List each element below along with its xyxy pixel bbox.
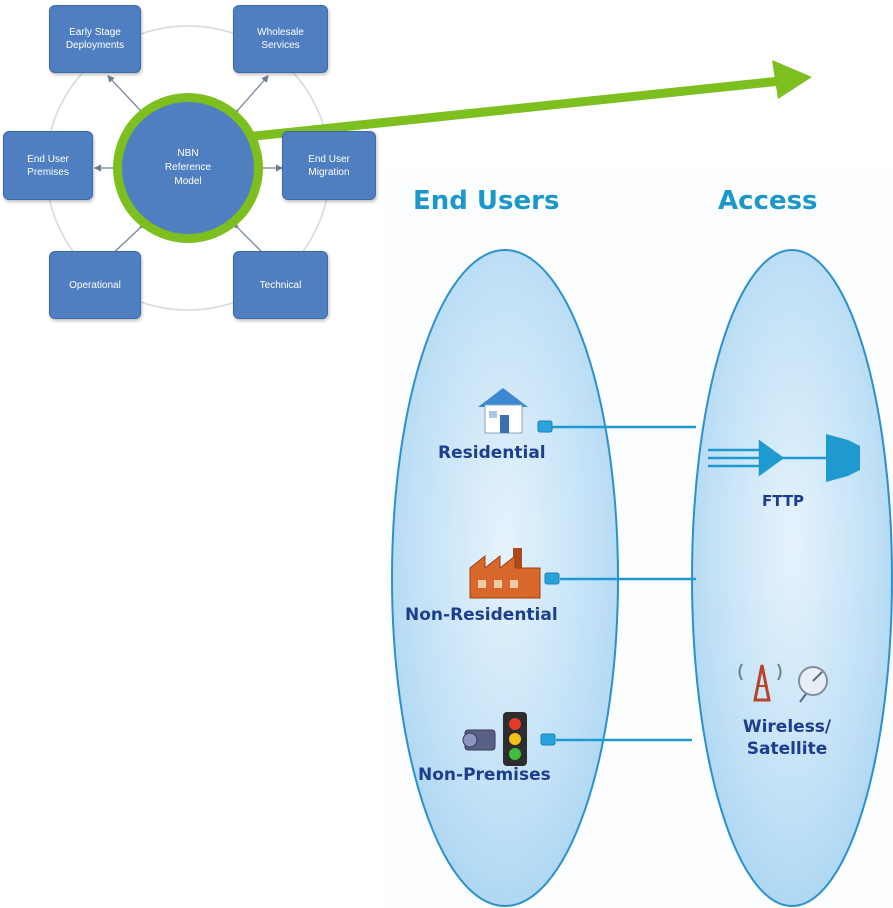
end-user-migration-box: End User Migration	[282, 131, 376, 200]
satellite-dish-icon	[798, 666, 828, 703]
radio-tower-icon	[738, 663, 782, 702]
non-residential-label: Non-Residential	[405, 605, 558, 625]
early-stage-deployments-box: Early Stage Deployments	[49, 5, 141, 73]
wireless-satellite-label: Wireless/ Satellite	[742, 717, 832, 759]
nbn-reference-model-node: NBN Reference Model	[113, 93, 263, 243]
access-ellipse	[691, 249, 893, 907]
zoom-arrow	[250, 60, 812, 141]
factory-icon	[469, 548, 541, 599]
port-connectors	[537, 420, 560, 746]
technical-box: Technical	[233, 251, 328, 319]
traffic-light-icon	[503, 712, 527, 766]
non-premises-label: Non-Premises	[418, 765, 551, 785]
video-camera-icon	[462, 729, 496, 751]
residential-label: Residential	[438, 443, 546, 463]
fttp-symbol	[708, 434, 860, 482]
fttp-label: FTTP	[762, 492, 805, 510]
access-heading: Access	[718, 186, 818, 216]
house-icon	[478, 388, 528, 434]
end-users-heading: End Users	[413, 186, 560, 216]
connection-lines	[552, 425, 696, 742]
operational-box: Operational	[49, 251, 141, 319]
wholesale-services-box: Wholesale Services	[233, 5, 328, 73]
end-user-premises-box: End User Premises	[3, 131, 93, 200]
